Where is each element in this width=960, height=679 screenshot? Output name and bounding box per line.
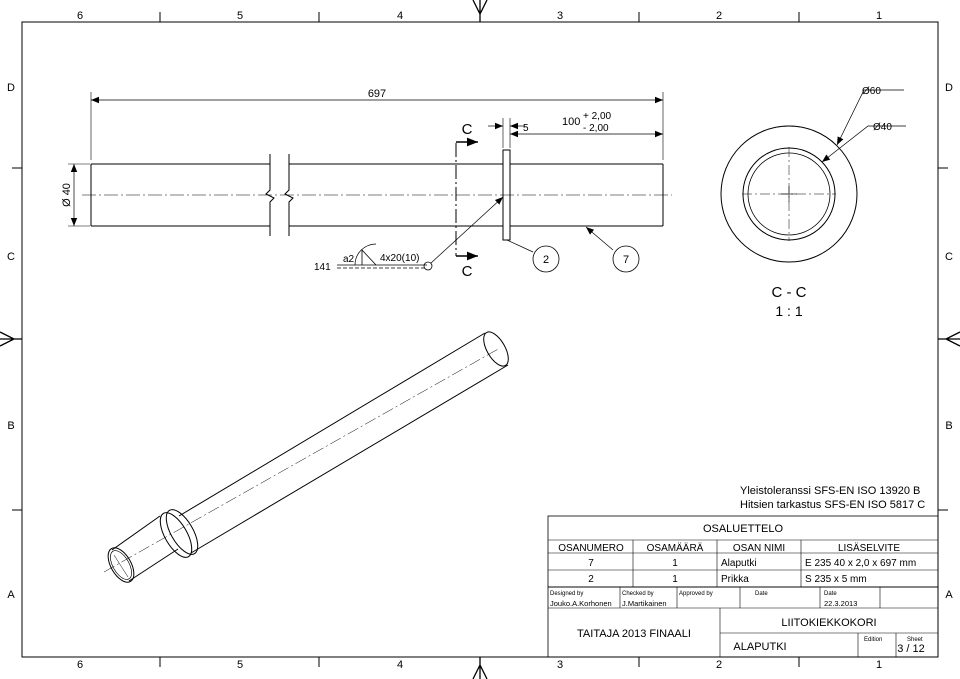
parts-row-1-number: 7 (588, 558, 594, 569)
zone-top-5: 5 (237, 10, 243, 22)
dim-flange-thickness-text: 5 (523, 123, 529, 134)
zone-top-4: 4 (397, 10, 403, 22)
zone-bottom-2: 2 (716, 659, 722, 671)
section-outer-circle (720, 125, 858, 263)
break-line-right (284, 154, 294, 236)
zone-left-A: A (7, 589, 15, 601)
date-label-approved: Date (755, 591, 768, 597)
parts-row-1-quantity: 1 (672, 558, 678, 569)
date-value: 22.3.2013 (824, 599, 857, 608)
zone-top-1: 1 (876, 10, 882, 22)
dim-flange-pos-base: 100 (562, 116, 580, 128)
checked-by-label: Checked by (622, 591, 654, 597)
section-letter-top: C (462, 121, 473, 138)
date-label: Date (824, 591, 837, 597)
sheet-label: Sheet (907, 637, 923, 643)
parts-header-quantity: OSAMÄÄRÄ (647, 542, 704, 554)
dim-tol-minus: - 2,00 (583, 123, 609, 134)
title-block: Designed by Jouko.A.Korhonen Checked by … (547, 586, 939, 658)
section-od-text: Ø60 (862, 86, 881, 97)
weld-all-around-icon (423, 261, 433, 271)
section-id-text: Ø40 (873, 122, 892, 133)
weld-throat: a2 (343, 254, 355, 265)
weld-symbol: 141 a2 4x20(10) (314, 196, 504, 273)
zone-bottom-1: 1 (876, 659, 882, 671)
parts-list-title: OSALUETTELO (703, 523, 784, 535)
parts-list: OSALUETTELO OSANUMERO OSAMÄÄRÄ OSAN NIMI… (547, 515, 939, 588)
zone-bottom-6: 6 (77, 659, 83, 671)
dim-overall-length-text: 697 (368, 88, 386, 100)
dim-diameter-text: Ø 40 (61, 183, 73, 207)
parts-header-notes: LISÄSELVITE (838, 542, 900, 554)
front-view: C C 697 5 100 + 2,00 - 2,00 Ø 40 1 (61, 88, 672, 280)
section-letter-bottom: C (462, 263, 473, 280)
zone-top-3: 3 (557, 10, 563, 22)
note-weld-inspection: Hitsien tarkastus SFS-EN ISO 5817 C (740, 499, 925, 511)
parts-row-2-number: 2 (588, 574, 594, 585)
parts-row-1-name: Alaputki (721, 558, 757, 569)
designed-by-value: Jouko.A.Korhonen (550, 599, 612, 608)
assembly-name: LIITOKIEKKOKORI (781, 617, 876, 629)
note-tolerance: Yleistoleranssi SFS-EN ISO 13920 B (740, 485, 920, 497)
zone-top-2: 2 (716, 10, 722, 22)
weld-spec: 4x20(10) (380, 253, 419, 264)
section-view: Ø60 Ø40 C - C 1 : 1 (720, 86, 906, 319)
break-line-left (265, 154, 275, 236)
zone-bottom-3: 3 (557, 659, 563, 671)
isometric-view (103, 331, 509, 583)
zone-right-B: B (945, 420, 952, 432)
dim-tol-plus: + 2,00 (583, 111, 612, 122)
zone-left-D: D (7, 82, 15, 94)
balloon-2: 2 (506, 239, 560, 273)
zone-right-D: D (945, 82, 953, 94)
section-scale: 1 : 1 (775, 303, 802, 319)
sheet-value: 3 / 12 (897, 643, 925, 655)
parts-row-2-quantity: 1 (672, 574, 678, 585)
part-name: ALAPUTKI (733, 641, 786, 653)
zone-right-C: C (945, 251, 953, 263)
zone-right-A: A (945, 589, 953, 601)
parts-row-2-notes: S 235 x 5 mm (805, 574, 867, 585)
zone-left-B: B (7, 420, 14, 432)
zone-bottom-5: 5 (237, 659, 243, 671)
balloon-7-text: 7 (623, 254, 629, 266)
zone-left-C: C (7, 251, 15, 263)
approved-by-label: Approved by (679, 591, 713, 597)
parts-row-2-name: Prikka (721, 574, 749, 585)
parts-header-name: OSAN NIMI (733, 543, 785, 554)
balloon-2-text: 2 (543, 254, 549, 266)
zone-top-6: 6 (77, 10, 83, 22)
zone-bottom-4: 4 (397, 659, 403, 671)
parts-header-number: OSANUMERO (558, 543, 624, 554)
project-name: TAITAJA 2013 FINAALI (577, 628, 691, 640)
section-title: C - C (772, 284, 807, 301)
parts-row-1-notes: E 235 40 x 2,0 x 697 mm (805, 558, 916, 569)
zone-labels: 6 5 4 3 2 1 6 5 4 3 2 1 D C B A D C B A (7, 10, 953, 671)
weld-length: 141 (314, 262, 331, 273)
balloon-7: 7 (585, 226, 640, 273)
checked-by-value: J.Martikainen (622, 599, 667, 608)
edition-label: Edition (864, 637, 882, 643)
designed-by-label: Designed by (550, 591, 583, 597)
